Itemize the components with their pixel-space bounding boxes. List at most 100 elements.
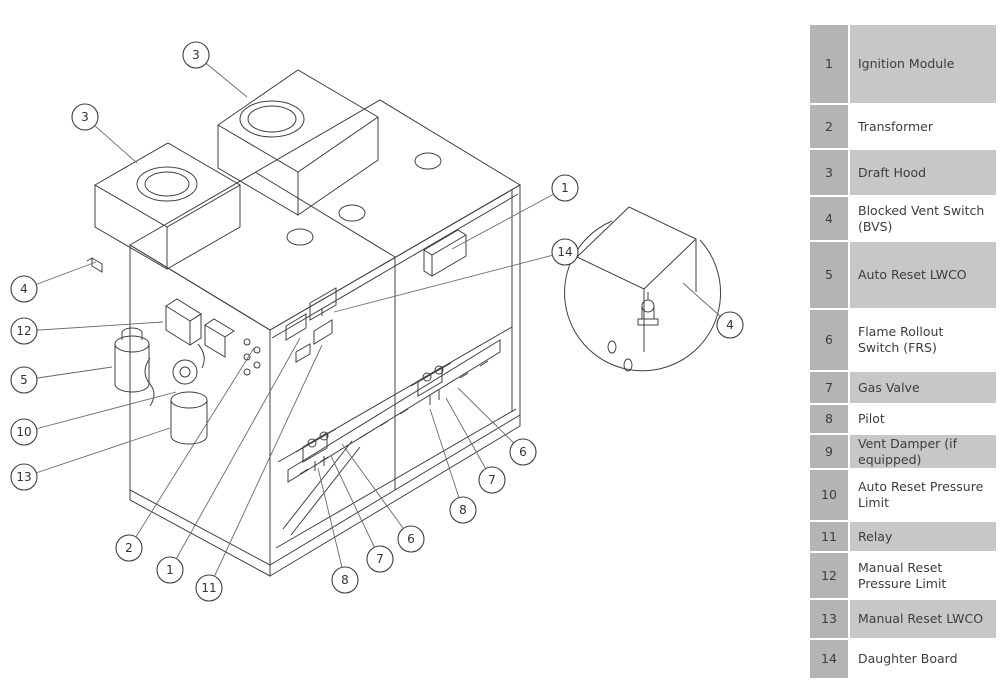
svg-text:8: 8 — [459, 503, 467, 517]
legend-part-number: 14 — [810, 640, 848, 678]
svg-text:7: 7 — [488, 473, 496, 487]
callout-12: 12 — [10, 317, 38, 345]
callout-3: 3 — [71, 103, 99, 131]
legend-part-label: Gas Valve — [850, 372, 996, 403]
callout-leader-line — [445, 397, 493, 481]
callout-6: 6 — [397, 525, 425, 553]
callout-leader-line — [169, 337, 301, 571]
svg-text:7: 7 — [376, 552, 384, 566]
svg-text:14: 14 — [557, 245, 572, 259]
legend-part-label: Manual Reset LWCO — [850, 600, 996, 638]
legend-part-label: Flame Rollout Switch (FRS) — [850, 310, 996, 370]
callout-10: 10 — [10, 418, 38, 446]
svg-text:13: 13 — [16, 470, 31, 484]
callout-6: 6 — [509, 438, 537, 466]
callout-13: 13 — [10, 463, 38, 491]
callout-1: 1 — [551, 174, 579, 202]
callout-leader-line — [23, 321, 164, 332]
ignition-module-part — [423, 229, 467, 277]
legend-part-number: 10 — [810, 470, 848, 520]
svg-text:8: 8 — [341, 573, 349, 587]
detail-view-blocked-vent-switch — [564, 206, 722, 372]
callout-5: 5 — [10, 366, 38, 394]
legend-part-label: Daughter Board — [850, 640, 996, 678]
legend-part-label: Ignition Module — [850, 25, 996, 103]
legend-part-number: 4 — [810, 197, 848, 240]
callout-7: 7 — [478, 466, 506, 494]
callout-leader-line — [23, 366, 113, 381]
callout-leader-line — [208, 344, 323, 589]
legend-part-label: Manual Reset Pressure Limit — [850, 553, 996, 598]
callout-leader-line — [23, 391, 177, 433]
burner-compartment — [275, 326, 517, 549]
legend-part-label: Auto Reset LWCO — [850, 242, 996, 308]
callout-leader-line — [457, 387, 524, 453]
legend-part-label: Draft Hood — [850, 150, 996, 195]
legend-part-number: 5 — [810, 242, 848, 308]
svg-text:6: 6 — [519, 445, 527, 459]
legend-part-label: Vent Damper (if equipped) — [850, 435, 996, 468]
legend-part-number: 7 — [810, 372, 848, 403]
callout-leader-line — [330, 455, 381, 560]
svg-text:6: 6 — [407, 532, 415, 546]
svg-text:4: 4 — [20, 282, 28, 296]
svg-text:2: 2 — [125, 541, 133, 555]
callout-14: 14 — [551, 238, 579, 266]
callout-leader-line — [128, 347, 255, 549]
legend-part-number: 9 — [810, 435, 848, 468]
callout-3: 3 — [182, 41, 210, 69]
callout-8: 8 — [449, 496, 477, 524]
callout-2: 2 — [115, 534, 143, 562]
legend-part-number: 3 — [810, 150, 848, 195]
callout-8: 8 — [331, 566, 359, 594]
boiler-main-unit — [86, 99, 521, 577]
legend-part-number: 11 — [810, 522, 848, 551]
svg-text:1: 1 — [166, 563, 174, 577]
callout-1: 1 — [156, 556, 184, 584]
svg-text:12: 12 — [16, 324, 31, 338]
svg-text:1: 1 — [561, 181, 569, 195]
legend-part-label: Auto Reset Pressure Limit — [850, 470, 996, 520]
svg-text:5: 5 — [20, 373, 28, 387]
callout-leader-line — [451, 187, 566, 250]
legend-part-number: 6 — [810, 310, 848, 370]
legend-part-number: 1 — [810, 25, 848, 103]
svg-text:3: 3 — [81, 110, 89, 124]
legend-part-number: 13 — [810, 600, 848, 638]
front-edge-controls — [285, 287, 337, 363]
callout-leader-line — [429, 408, 464, 511]
callout-leader-line — [341, 443, 412, 540]
legend-part-label: Pilot — [850, 405, 996, 433]
legend-part-label: Transformer — [850, 105, 996, 148]
callout-7: 7 — [366, 545, 394, 573]
callout-leader-line — [333, 251, 566, 313]
left-jacket-controls — [114, 298, 261, 445]
svg-text:4: 4 — [726, 318, 734, 332]
callout-leader-lines — [23, 54, 731, 589]
legend-part-number: 8 — [810, 405, 848, 433]
center-draft-hood — [217, 69, 379, 216]
svg-text:3: 3 — [192, 48, 200, 62]
left-draft-hood — [94, 142, 241, 270]
svg-text:11: 11 — [201, 581, 216, 595]
legend-part-number: 2 — [810, 105, 848, 148]
callout-11: 11 — [195, 574, 223, 602]
